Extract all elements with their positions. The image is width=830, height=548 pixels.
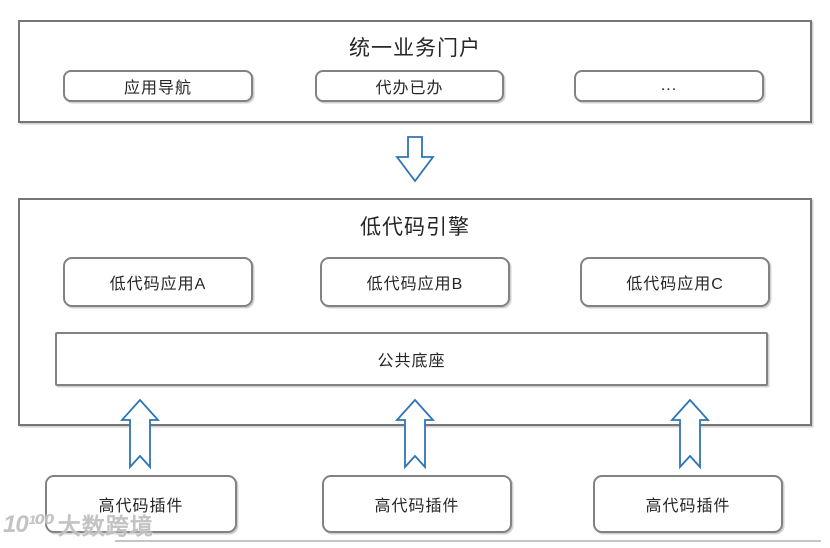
up-arrow-icon-3: [669, 398, 711, 470]
portal-item-app-navigation: 应用导航: [63, 70, 253, 102]
watermark-text: 大数跨境: [57, 513, 154, 539]
portal-item-todo-done: 代办已办: [315, 70, 504, 102]
portal-item-more: ...: [574, 70, 764, 102]
up-arrow-icon-1: [119, 398, 161, 470]
engine-title: 低代码引擎: [360, 216, 470, 239]
engine-common-base: 公共底座: [55, 332, 768, 386]
plugin-box-2: 高代码插件: [322, 475, 512, 533]
watermark: 10¹⁰⁰ 大数跨境: [3, 507, 154, 541]
portal-title: 统一业务门户: [349, 37, 481, 60]
engine-app-a: 低代码应用A: [63, 257, 253, 307]
down-arrow-icon: [395, 136, 435, 183]
engine-app-c: 低代码应用C: [580, 257, 770, 307]
watermark-logo-icon: 10¹⁰⁰: [3, 510, 55, 538]
plugin-box-1: 高代码插件: [45, 475, 237, 533]
engine-container: 低代码引擎: [18, 198, 812, 426]
up-arrow-icon-2: [394, 398, 436, 470]
plugin-box-3: 高代码插件: [593, 475, 783, 533]
bottom-divider-line: [115, 540, 821, 542]
engine-app-b: 低代码应用B: [320, 257, 510, 307]
